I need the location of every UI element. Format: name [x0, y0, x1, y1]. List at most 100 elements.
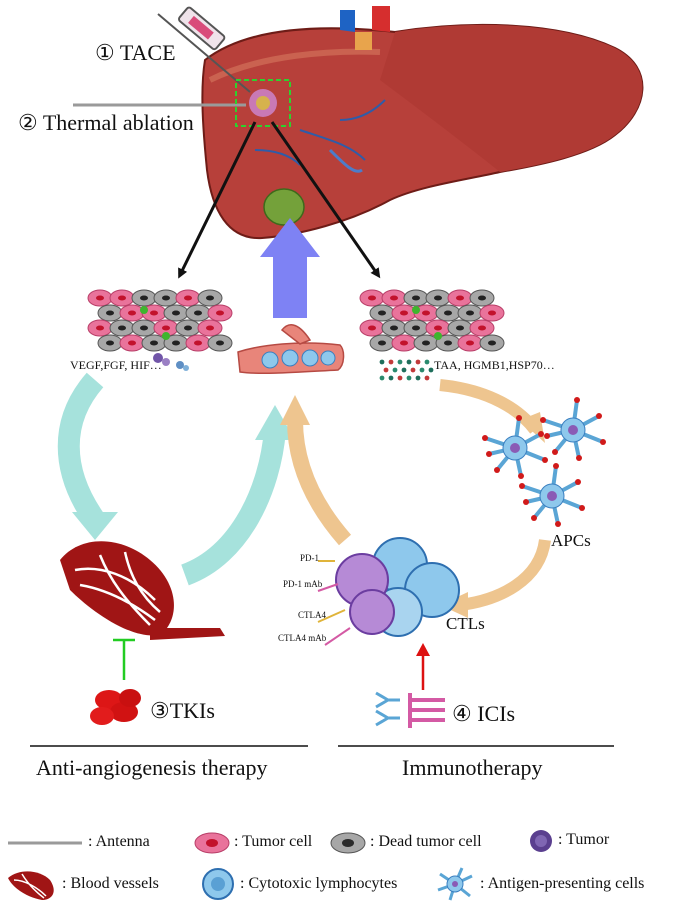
label-antigens: TAA, HGMB1,HSP70…: [434, 358, 555, 372]
tumor-cell: [207, 304, 233, 322]
label-pd1: PD-1: [300, 553, 320, 563]
dead-tumor-cell: [131, 319, 157, 337]
tumor-cell: [457, 334, 483, 352]
dead-tumor-cell: [131, 289, 157, 307]
antigen-dot: [406, 359, 412, 365]
dead-tumor-cell: [197, 289, 223, 307]
tumor-cell: [87, 319, 113, 337]
label-thermal-ablation: ② Thermal ablation: [18, 110, 194, 135]
tumor-cell: [479, 304, 505, 322]
dead-tumor-cell: [435, 304, 461, 322]
cell-cluster-left: [87, 289, 233, 352]
legend-blood-vessels: : Blood vessels: [62, 875, 159, 892]
tumor-cell: [109, 289, 135, 307]
antigen-dot: [415, 375, 421, 381]
dead-tumor-cell: [185, 304, 211, 322]
label-immunotherapy: Immunotherapy: [402, 755, 543, 780]
checkpoint-receptors: [317, 560, 351, 646]
dead-tumor-cell: [97, 304, 123, 322]
legend-dead-cell-icon: [330, 832, 366, 854]
tumor-cell: [197, 319, 223, 337]
vessel-network: [60, 541, 225, 640]
legend-tumor-cell: : Tumor cell: [234, 833, 313, 850]
antigen-dot: [397, 375, 403, 381]
antigen-dot: [388, 359, 394, 365]
tumor-cell: [391, 334, 417, 352]
label-icis: ④ ICIs: [452, 701, 516, 726]
antigen-dots: [379, 359, 434, 381]
apc-cell: [540, 397, 606, 461]
legend-apc-icon: [437, 867, 473, 901]
tumor-cell: [119, 304, 145, 322]
arrow-teal-down: [57, 372, 105, 527]
legend-tumor-icon: [530, 830, 552, 852]
label-ctla4-mab: CTLA4 mAb: [278, 633, 327, 643]
vessel-center: [237, 324, 345, 375]
legend-tumor: : Tumor: [558, 831, 610, 848]
arrow-to-right-cells: [270, 121, 381, 279]
tumor-cell: [359, 319, 385, 337]
legend-lymphocyte-icon: [202, 868, 234, 900]
label-angiogenic-factors: VEGF,FGF, HIF…: [70, 358, 162, 372]
antigen-dot: [383, 367, 389, 373]
tumor-marker: [162, 332, 170, 340]
antigen-dot: [388, 375, 394, 381]
syringe-icon: [157, 6, 251, 93]
label-apcs: APCs: [551, 531, 591, 550]
tumor-cell: [469, 319, 495, 337]
antigen-dot: [401, 367, 407, 373]
legend-antenna: : Antenna: [88, 833, 150, 850]
antigen-dot: [406, 375, 412, 381]
antigen-dot: [424, 359, 430, 365]
tumor-cell: [119, 334, 145, 352]
dead-tumor-cell: [469, 289, 495, 307]
label-tace: ① TACE: [95, 40, 176, 65]
antigen-dot: [424, 375, 430, 381]
ici-icon: [375, 691, 445, 728]
apc-cell: [519, 463, 585, 527]
angiogenic-factors: [153, 353, 189, 371]
arrow-tan-ctl: [459, 538, 551, 611]
tumor-cell: [391, 304, 417, 322]
label-anti-angiogenesis: Anti-angiogenesis therapy: [36, 755, 268, 780]
apc-group: [482, 397, 606, 527]
dead-tumor-cell: [457, 304, 483, 322]
antigen-dot: [392, 367, 398, 373]
dead-tumor-cell: [425, 289, 451, 307]
dead-tumor-cell: [435, 334, 461, 352]
tumor-cell: [87, 289, 113, 307]
dead-tumor-cell: [175, 319, 201, 337]
arrow-blue-up: [260, 218, 320, 318]
antigen-dot: [415, 359, 421, 365]
antigen-dot: [397, 359, 403, 365]
legend-dead-tumor-cell: : Dead tumor cell: [370, 833, 482, 850]
dead-tumor-cell: [403, 319, 429, 337]
tumor-marker: [434, 332, 442, 340]
tki-icon: [90, 689, 141, 725]
tumor-cell: [185, 334, 211, 352]
tumor-marker: [412, 306, 420, 314]
tumor-cell: [359, 289, 385, 307]
legend-cytotoxic-lymphocytes: : Cytotoxic lymphocytes: [240, 875, 398, 892]
cell-cluster-right: [359, 289, 505, 352]
dead-tumor-cell: [109, 319, 135, 337]
antigen-dot: [410, 367, 416, 373]
dead-tumor-cell: [479, 334, 505, 352]
dead-tumor-cell: [163, 304, 189, 322]
arrow-tan-up: [287, 419, 352, 546]
arrow-tan-apc: [439, 379, 540, 434]
antigen-dot: [379, 359, 385, 365]
antigen-dot: [419, 367, 425, 373]
legend-tumor-cell-icon: [194, 832, 230, 854]
dead-tumor-cell: [447, 319, 473, 337]
dead-tumor-cell: [369, 334, 395, 352]
tumor-cell: [381, 289, 407, 307]
antigen-dot: [428, 367, 434, 373]
dead-tumor-cell: [207, 334, 233, 352]
tumor-cell: [175, 289, 201, 307]
liver: [201, 6, 644, 240]
label-pd1-mab: PD-1 mAb: [283, 579, 323, 589]
label-ctls: CTLs: [446, 614, 485, 633]
label-ctla4: CTLA4: [298, 610, 326, 620]
antigen-dot: [379, 375, 385, 381]
